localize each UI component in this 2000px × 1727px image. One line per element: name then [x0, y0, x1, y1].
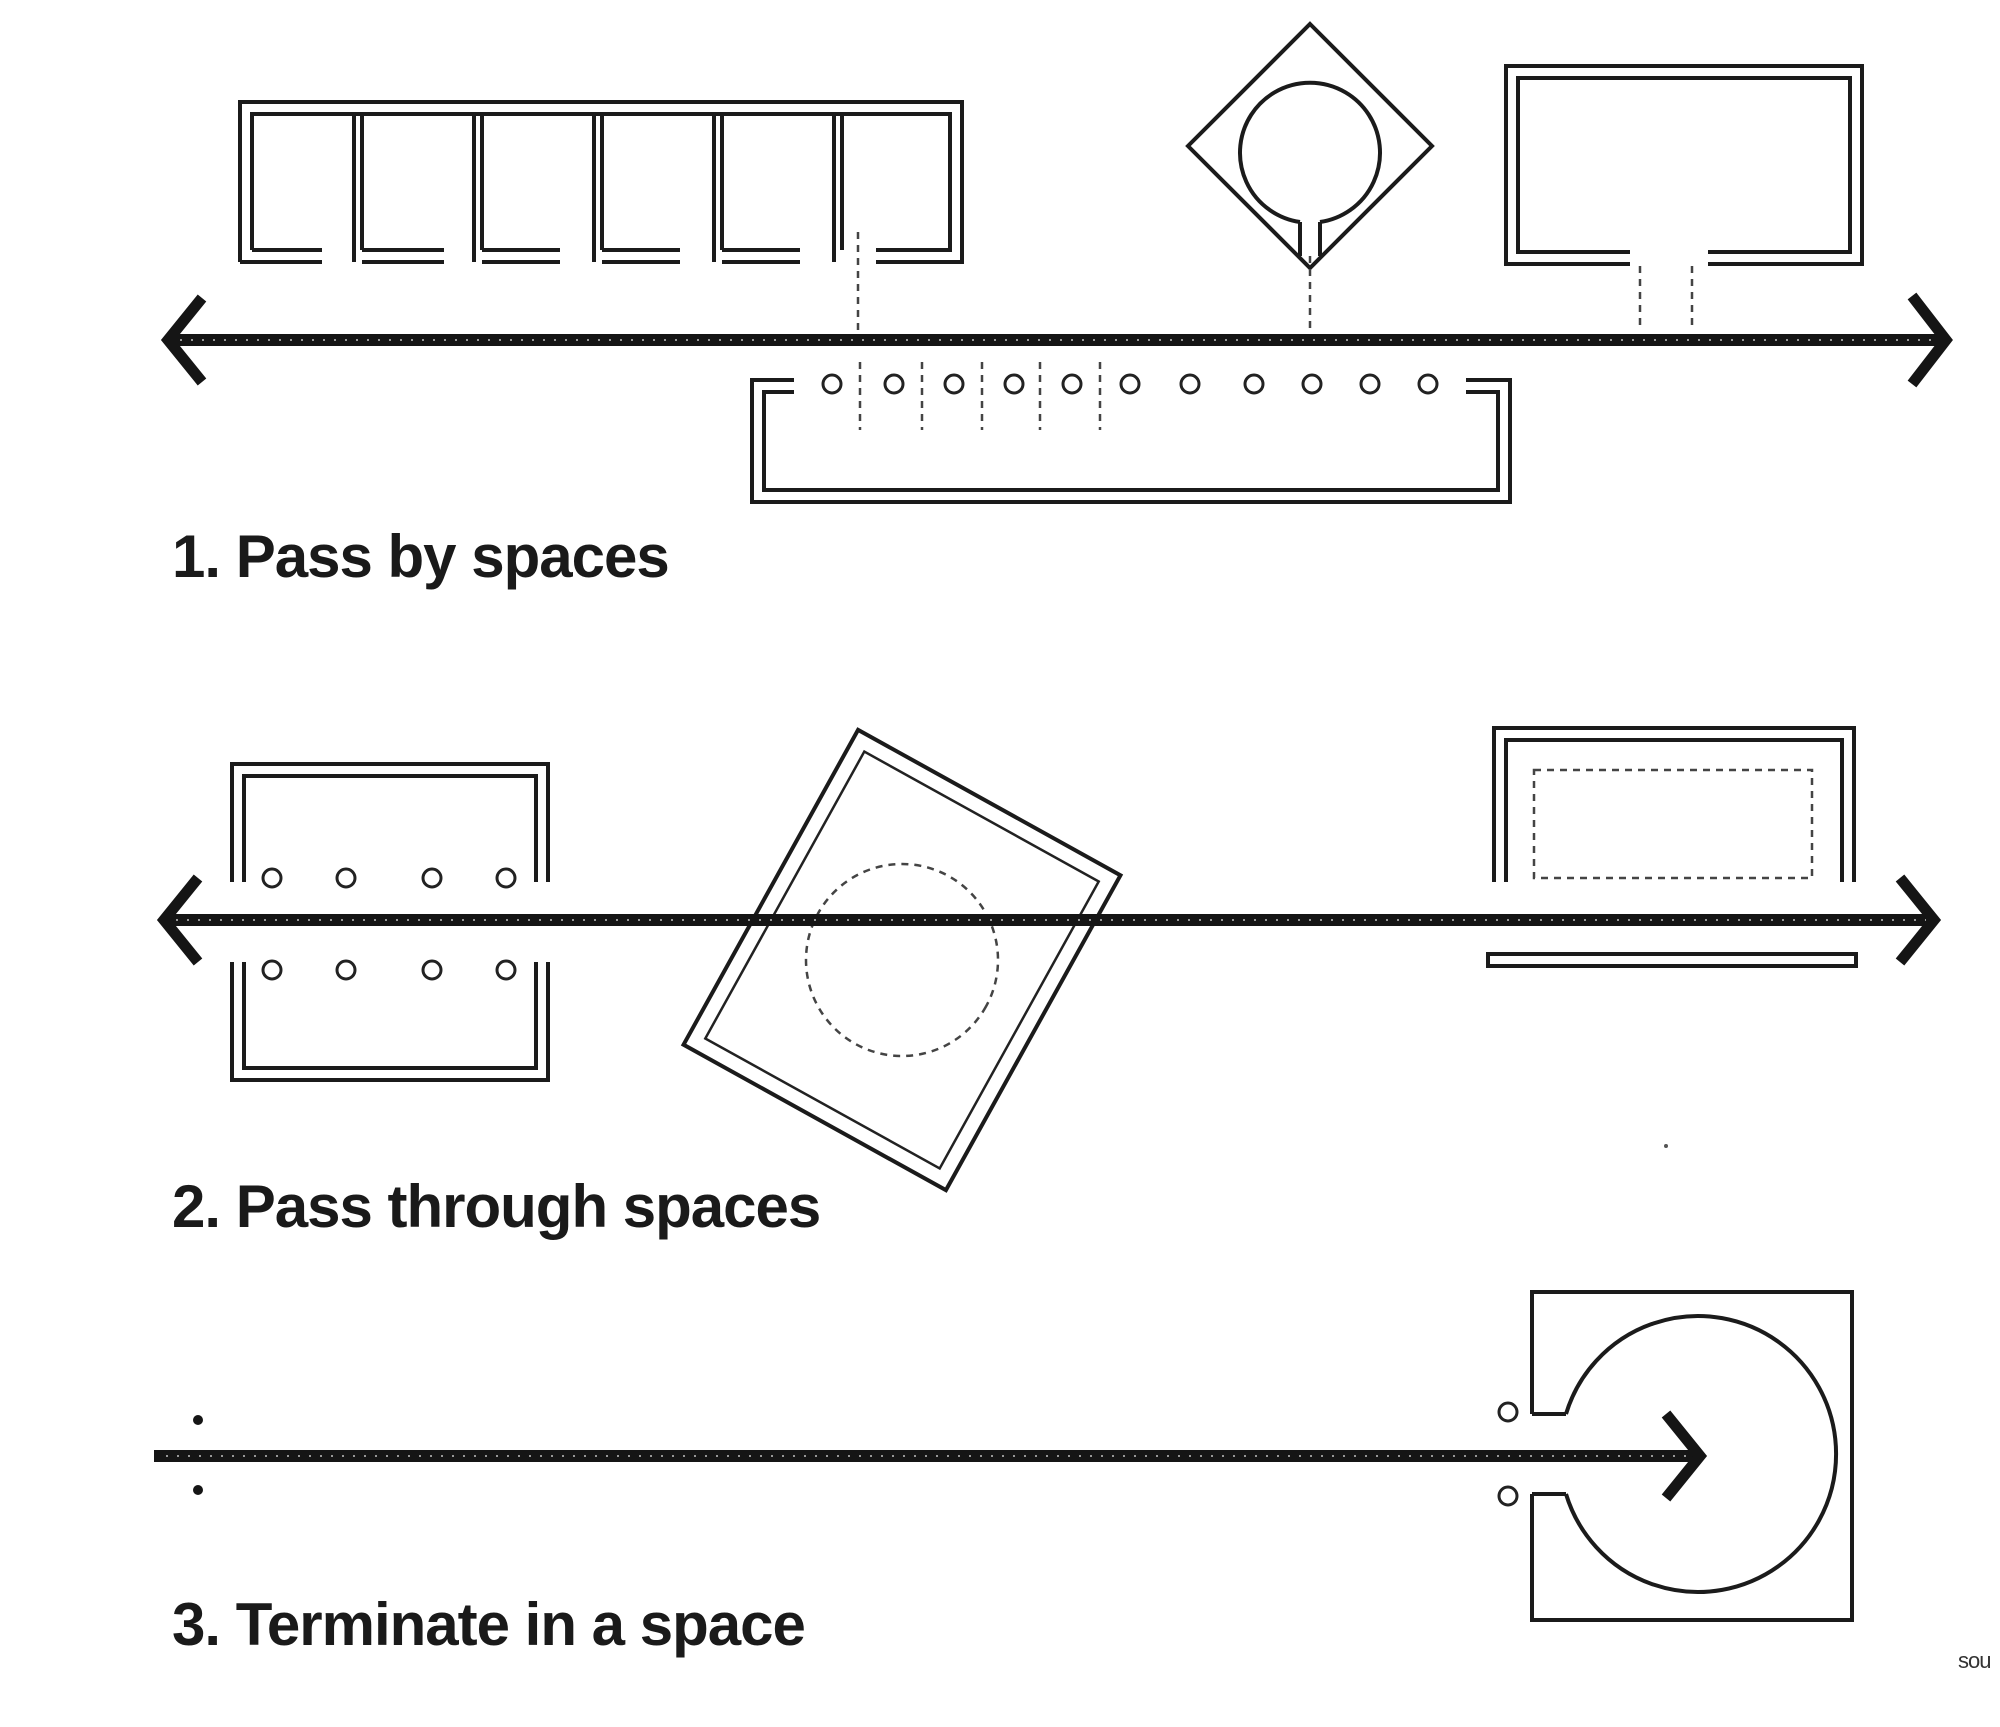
terminate-diagram [154, 1290, 1854, 1622]
arrowhead-right [1907, 292, 1953, 388]
start-dot-lower [193, 1485, 203, 1495]
pass-through-diagram [156, 726, 1942, 1193]
column-row [821, 373, 1439, 395]
rect-room-mid-right [1486, 726, 1858, 968]
terminal-room [1497, 1290, 1854, 1622]
diamond-rotunda [1185, 21, 1435, 330]
column-row-lower [261, 959, 517, 981]
rect-room-top-right [1504, 64, 1864, 326]
caption-pass-by: 1. Pass by spaces [172, 523, 670, 590]
colonnaded-hall [230, 762, 550, 1082]
path-1 [160, 292, 1953, 388]
arrowhead-right [1895, 874, 1942, 966]
caption-terminate: 3. Terminate in a space [172, 1591, 806, 1658]
arrowhead-left [156, 874, 203, 966]
path-2 [156, 874, 1942, 966]
pass-by-diagram [160, 21, 1953, 504]
source-tag: sou [1958, 1648, 1991, 1673]
column-row-upper [261, 867, 517, 889]
start-dot-upper [193, 1415, 203, 1425]
speck [1664, 1144, 1668, 1148]
room-row [238, 100, 964, 330]
path-3 [154, 1410, 1708, 1502]
caption-pass-through: 2. Pass through spaces [172, 1173, 821, 1240]
arrowhead-left [160, 294, 207, 386]
colonnade-room [750, 362, 1512, 504]
tilted-pavilion [680, 727, 1124, 1193]
arrowhead-right [1661, 1410, 1708, 1502]
